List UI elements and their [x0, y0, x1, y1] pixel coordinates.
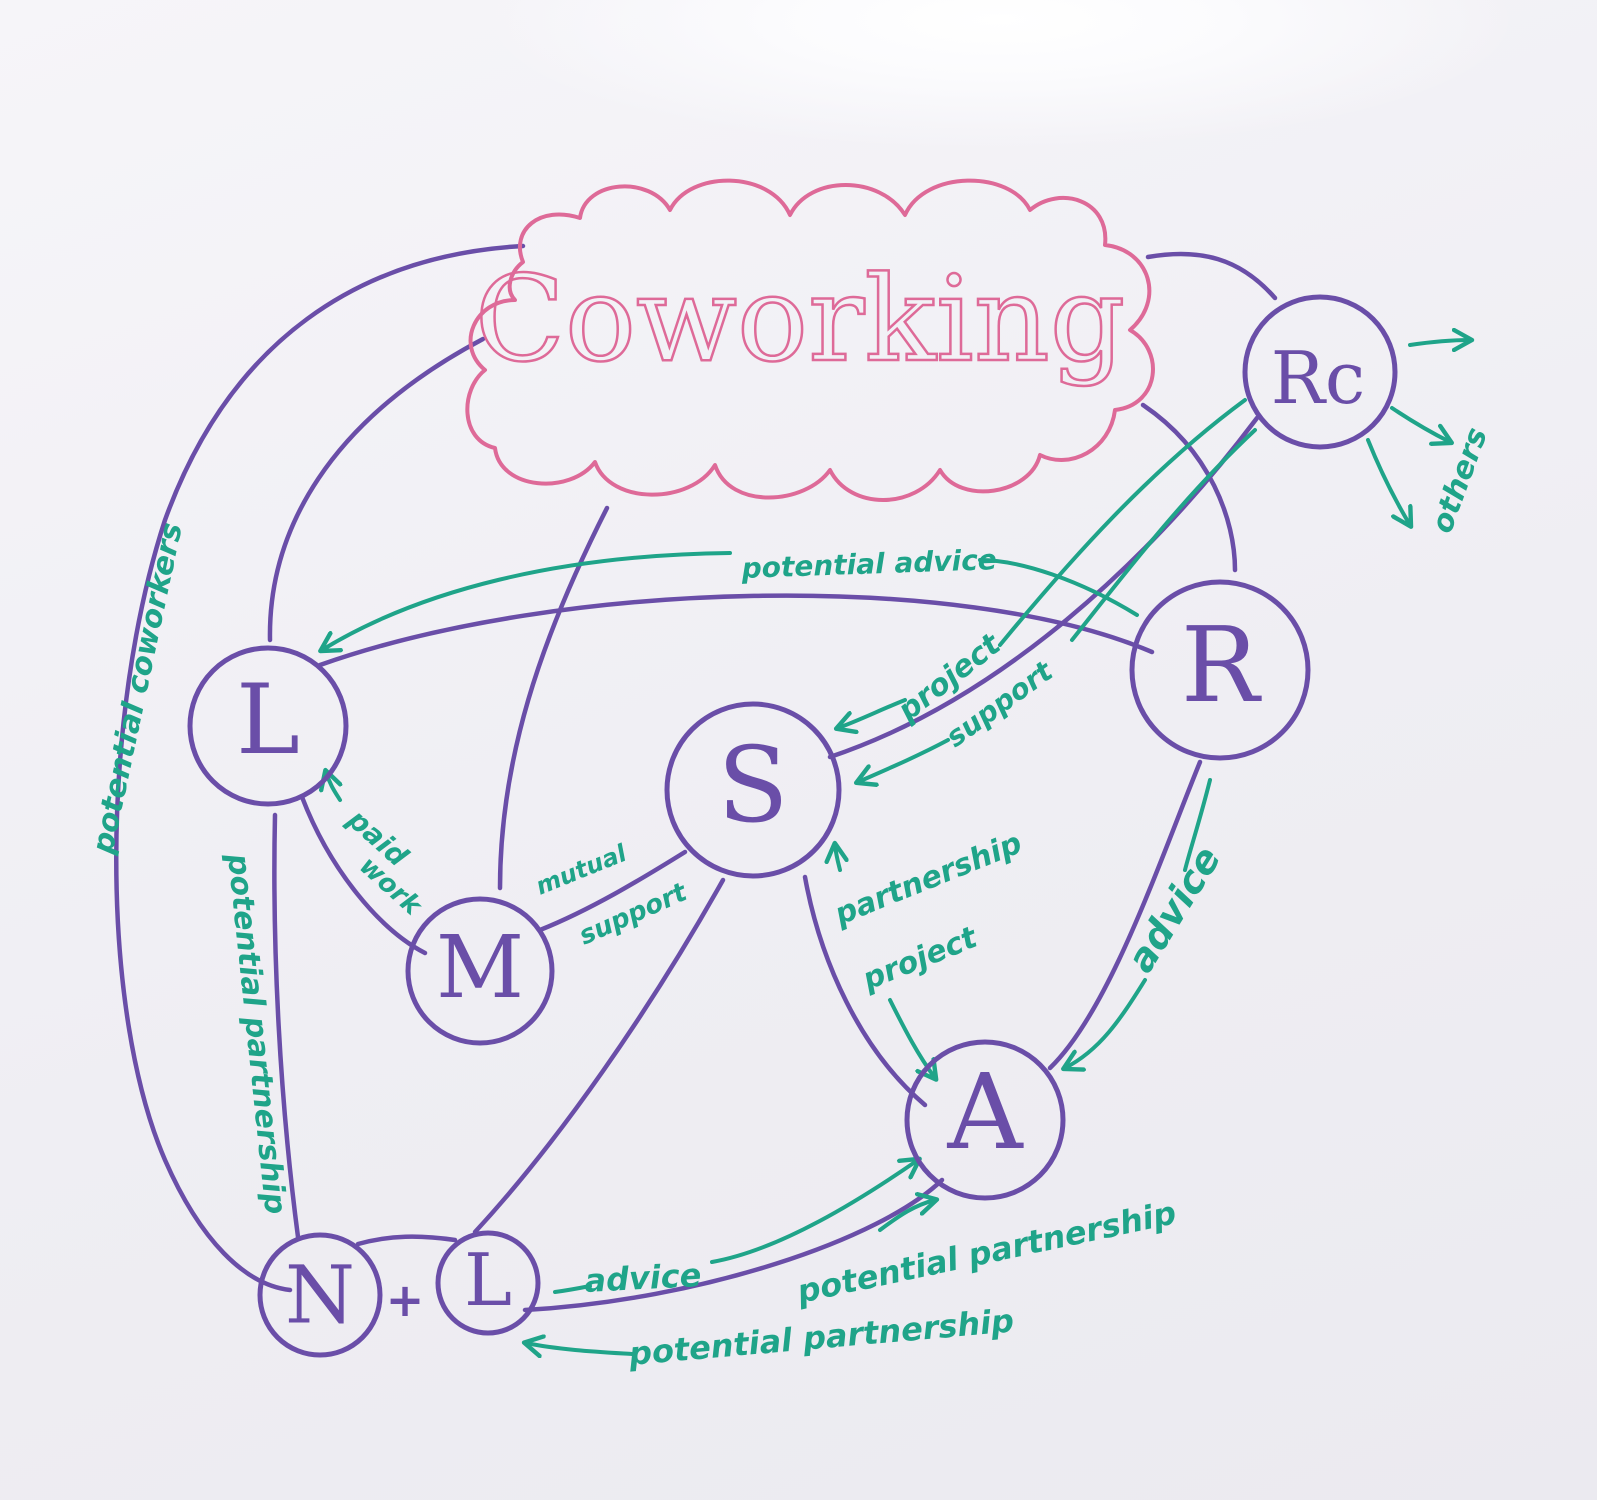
node-n: N	[257, 1232, 383, 1358]
edge-l-n	[272, 812, 301, 1240]
green-arrows	[322, 340, 1470, 1354]
label-advice-right: advice	[1118, 839, 1229, 980]
label-potential-advice: potential advice	[740, 543, 997, 585]
edge-l-m	[299, 794, 428, 956]
arrow-support-to-s	[858, 428, 1257, 782]
node-m-label: M	[436, 918, 524, 1018]
arrow-partnership-project-to-s	[835, 845, 840, 872]
node-r: R	[1129, 579, 1311, 761]
node-s-label: S	[717, 724, 788, 846]
edge-coworking-m	[497, 505, 610, 891]
arrow-rc-others-2	[1390, 406, 1450, 442]
node-l2-label: L	[464, 1238, 512, 1322]
edge-m-s	[537, 849, 688, 933]
node-rc-label: Rc	[1271, 336, 1366, 420]
plus-sign: +	[386, 1273, 425, 1327]
edge-coworking-r	[1140, 402, 1238, 573]
label-project-a: project	[857, 920, 983, 998]
node-a: A	[904, 1039, 1066, 1201]
nodes: Rc R L S M A N + L	[187, 294, 1398, 1358]
label-partnership: partnership	[829, 826, 1027, 933]
node-l-label: L	[236, 664, 300, 776]
arrow-advice-right	[1065, 778, 1212, 1068]
edge-coworking-n-outer	[114, 243, 526, 1293]
node-n-label: N	[285, 1249, 355, 1342]
purple-connections	[114, 243, 1278, 1313]
cloud-label: Coworking	[475, 250, 1126, 388]
node-a-label: A	[946, 1051, 1024, 1173]
node-rc: Rc	[1242, 294, 1398, 450]
edge-s-n	[472, 877, 726, 1235]
edge-l-r	[317, 593, 1155, 668]
node-r-label: R	[1181, 604, 1262, 726]
edge-n-l2	[355, 1234, 458, 1247]
edge-coworking-rc	[1145, 251, 1278, 301]
node-l: L	[187, 645, 349, 807]
arrow-rc-others-3	[1366, 438, 1410, 525]
arrow-potential-partnership-return	[526, 1343, 634, 1354]
label-potential-partnership-bottom: potential partnership	[793, 1193, 1180, 1311]
node-m: M	[405, 896, 555, 1046]
node-s: S	[664, 701, 842, 879]
arrow-potential-advice	[322, 551, 1139, 650]
label-others: others	[1425, 423, 1495, 538]
edge-s-a	[802, 874, 928, 1108]
label-potential-partnership-left: potential partnership	[220, 851, 293, 1216]
label-potential-partnership-return: potential partnership	[626, 1301, 1015, 1373]
node-l2: L	[435, 1230, 541, 1336]
arrow-partnership-project-to-a	[888, 998, 935, 1078]
coworking-cloud: Coworking	[465, 178, 1155, 502]
label-potential-coworkers: potential coworkers	[85, 520, 190, 858]
label-advice-bottom: advice	[583, 1256, 702, 1300]
edge-coworking-l	[267, 336, 486, 643]
arrow-advice-bottom	[553, 1160, 918, 1294]
cloud-outline	[465, 178, 1155, 502]
arrow-project-to-s	[838, 398, 1247, 728]
label-support-m: support	[575, 877, 693, 952]
edge-r-a	[1047, 759, 1203, 1071]
edge-l2-a	[522, 1177, 945, 1313]
arrow-potential-partnership-bottom	[878, 1200, 935, 1232]
arrow-rc-others-1	[1408, 340, 1470, 345]
